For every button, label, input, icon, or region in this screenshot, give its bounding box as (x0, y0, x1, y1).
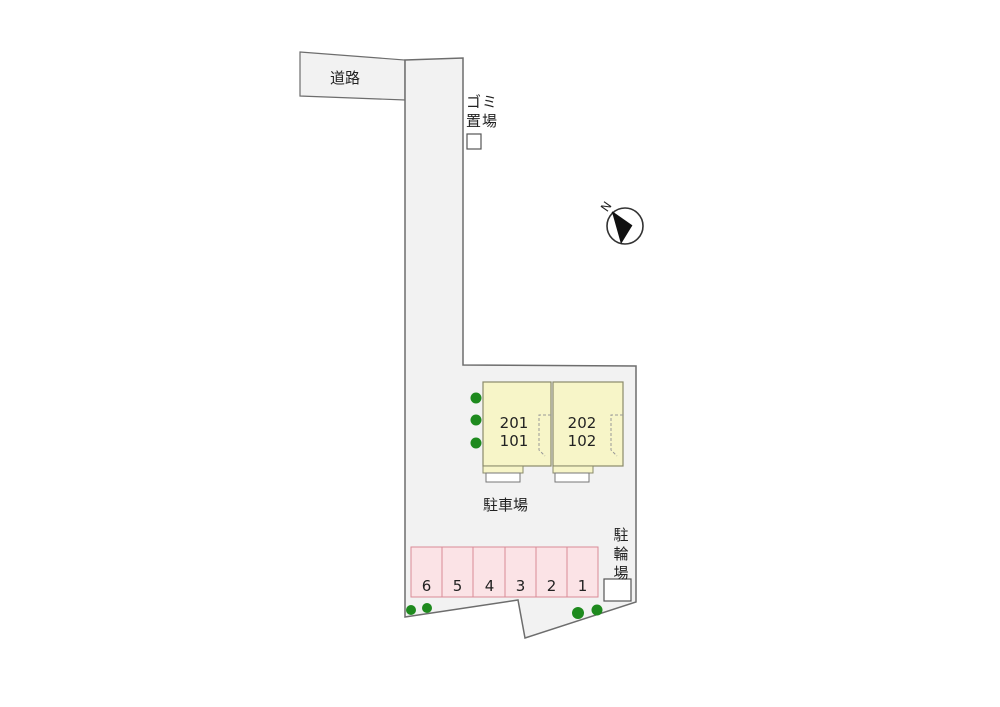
garbage-label-line2: 置場 (466, 114, 498, 129)
tree-icon (470, 437, 482, 449)
garbage-label-char: ミ (482, 93, 499, 111)
parking-space-number: 1 (577, 577, 588, 595)
parking-space-number: 5 (452, 577, 463, 595)
tree-icon (591, 604, 603, 616)
garbage-label-line1: ゴミ (466, 95, 498, 110)
unit-label-201-101: 201 101 (484, 414, 544, 450)
bicycle-parking-char: 場 (613, 564, 629, 582)
tree-icon (470, 392, 482, 404)
unit-number-lower: 102 (567, 432, 597, 450)
parking-space-number: 4 (484, 577, 495, 595)
lot-outline (404, 57, 637, 639)
tree-icon (406, 605, 416, 615)
bicycle-box-icon (603, 578, 632, 602)
garbage-label-char: 置 (466, 112, 483, 130)
unit-number-upper: 202 (567, 414, 597, 432)
garbage-label-char: 場 (482, 112, 499, 130)
building-unit-202-102 (552, 381, 624, 483)
bicycle-parking-label: 駐 輪 場 (612, 526, 630, 583)
bicycle-parking-char: 輪 (613, 545, 629, 563)
parking-space-number: 3 (515, 577, 526, 595)
unit-number-lower: 101 (499, 432, 529, 450)
parking-space-1 (566, 546, 599, 598)
bicycle-parking-char: 駐 (613, 526, 629, 544)
unit-number-upper: 201 (499, 414, 529, 432)
parking-label: 駐車場 (483, 496, 529, 514)
parking-space-number: 6 (421, 577, 432, 595)
parking-space-number: 2 (546, 577, 557, 595)
tree-icon (572, 607, 584, 619)
garbage-box-icon (466, 133, 482, 150)
building-unit-201-101 (482, 381, 552, 483)
parking-space-2 (535, 546, 568, 598)
garbage-label-char: ゴ (466, 93, 483, 111)
road-label: 道路 (330, 69, 361, 87)
tree-icon (422, 603, 432, 613)
compass-icon (606, 207, 644, 245)
parking-spaces (410, 546, 599, 598)
parking-space-5 (441, 546, 474, 598)
tree-icon (470, 414, 482, 426)
unit-label-202-102: 202 102 (552, 414, 612, 450)
